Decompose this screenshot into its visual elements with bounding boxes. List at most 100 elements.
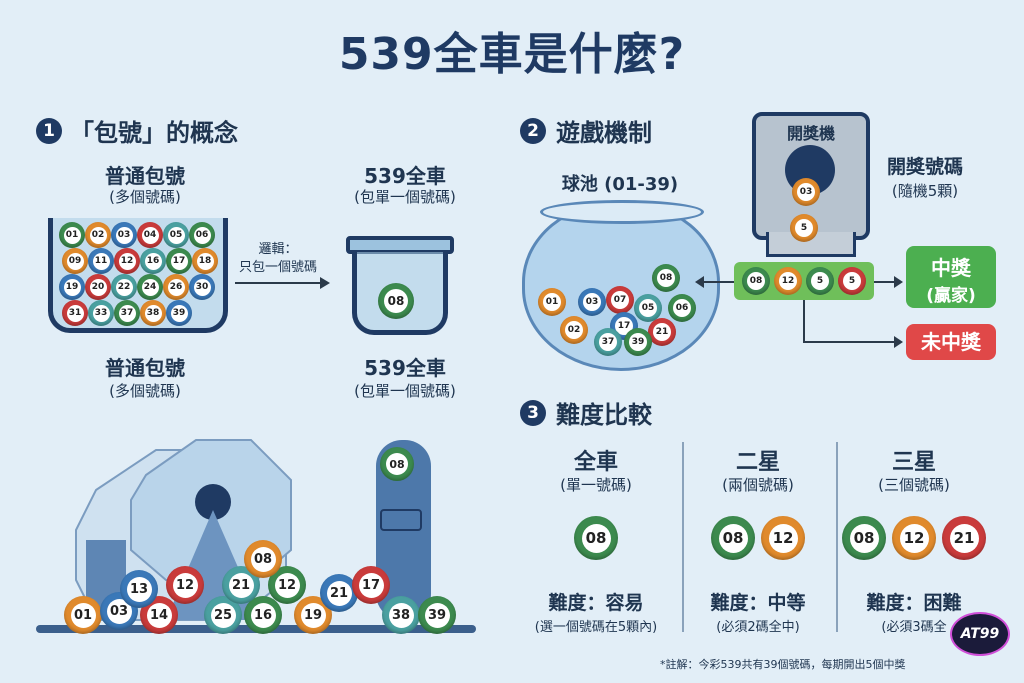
difficulty-level: 難度：中等 — [710, 592, 806, 614]
jar-ball: 09 — [62, 248, 88, 274]
jar-ball: 24 — [137, 274, 163, 300]
jar-ball: 20 — [85, 274, 111, 300]
jar-ball: 30 — [189, 274, 215, 300]
jar-ball: 01 — [59, 222, 85, 248]
logic-text: 只包一個號碼 — [238, 260, 317, 275]
draw-result-ball: 12 — [774, 267, 802, 295]
jar-ball: 06 — [189, 222, 215, 248]
section2-title: 遊戲機制 — [556, 119, 652, 147]
jar-ball: 16 — [140, 248, 166, 274]
win-sub: (贏家) — [926, 286, 976, 306]
normal-pack-label-bottom: 普通包號 — [105, 356, 185, 380]
jar-ball: 05 — [163, 222, 189, 248]
jar-ball: 26 — [163, 274, 189, 300]
difficulty-level: 難度：容易 — [548, 592, 644, 614]
machine-ball: 01 — [64, 596, 102, 634]
draw-machine-label: 開獎機 — [786, 124, 835, 143]
lose-arrow — [803, 341, 895, 343]
machine-ball: 08 — [244, 540, 282, 578]
at99-logo: AT99 — [950, 612, 1010, 656]
difficulty-note: (必須3碼全 — [881, 620, 947, 635]
difficulty-ball: 08 — [574, 516, 618, 560]
win-arrow — [874, 281, 896, 283]
machine-base — [766, 232, 856, 257]
machine-ball: 39 — [418, 596, 456, 634]
difficulty-ball: 08 — [842, 516, 886, 560]
jar-ball: 19 — [59, 274, 85, 300]
pool-ball: 05 — [634, 294, 662, 322]
difficulty-ball: 12 — [892, 516, 936, 560]
jar-ball: 37 — [114, 300, 140, 326]
normal-pack-sub: (多個號碼) — [109, 188, 181, 206]
machine-ball: 13 — [120, 570, 158, 608]
draw-numbers-label: 開獎號碼 — [886, 156, 963, 178]
pool-ball: 03 — [578, 288, 606, 316]
logic-label: 邏輯： — [258, 242, 298, 257]
bowl-rim — [540, 200, 704, 224]
difficulty-level: 難度：困難 — [866, 592, 962, 614]
jar-ball: 11 — [88, 248, 114, 274]
section3-title: 難度比較 — [556, 401, 652, 429]
full-car-sub-bottom: (包單一個號碼) — [354, 382, 456, 400]
column-divider — [836, 442, 838, 632]
jar-ball: 17 — [166, 248, 192, 274]
column-divider — [682, 442, 684, 632]
machine-ball: 17 — [352, 566, 390, 604]
win-box: 中獎 (贏家) — [906, 246, 996, 308]
full-car-sub: (包單一個號碼) — [354, 188, 456, 206]
section3-number: 3 — [520, 400, 546, 426]
difficulty-column-sub: (三個號碼) — [878, 476, 950, 494]
pool-arrow — [700, 281, 734, 283]
pool-ball: 02 — [560, 316, 588, 344]
difficulty-column-title: 全車 — [573, 450, 618, 475]
difficulty-column-sub: (兩個號碼) — [722, 476, 794, 494]
arrow-left-icon — [695, 276, 704, 288]
difficulty-ball: 21 — [942, 516, 986, 560]
full-car-label-bottom: 539全車 — [364, 356, 446, 380]
difficulty-column-title: 三星 — [891, 450, 936, 475]
win-label: 中獎 — [931, 256, 971, 280]
difficulty-note: (必須2碼全中) — [716, 620, 800, 635]
lose-box: 未中獎 — [906, 324, 996, 360]
pool-ball: 21 — [648, 318, 676, 346]
pool-ball: 08 — [652, 264, 680, 292]
lose-line — [803, 300, 805, 342]
arrow-right-icon — [894, 336, 903, 348]
full-car-label: 539全車 — [364, 164, 446, 188]
pool-ball: 01 — [538, 288, 566, 316]
jar-ball: 04 — [137, 222, 163, 248]
normal-pack-sub-bottom: (多個號碼) — [109, 382, 181, 400]
single-ball: 08 — [378, 283, 414, 319]
drawn-ball: 03 — [792, 178, 820, 206]
draw-result-ball: 08 — [742, 267, 770, 295]
difficulty-column-title: 二星 — [735, 450, 780, 475]
pool-ball: 39 — [624, 328, 652, 356]
section2-number: 2 — [520, 118, 546, 144]
jar-ball: 18 — [192, 248, 218, 274]
section1-number: 1 — [36, 118, 62, 144]
section1-title: 「包號」的概念 — [70, 119, 238, 147]
machine-ball: 21 — [320, 574, 358, 612]
difficulty-note: (選一個號碼在5顆內) — [534, 620, 658, 635]
jar-ball: 38 — [140, 300, 166, 326]
jar-ball: 33 — [88, 300, 114, 326]
jar-ball: 31 — [62, 300, 88, 326]
jar-ball: 39 — [166, 300, 192, 326]
jar-ball: 22 — [111, 274, 137, 300]
logic-arrow — [235, 282, 323, 284]
machine-ball: 12 — [166, 566, 204, 604]
tower-ball: 08 — [380, 447, 414, 481]
jar-ball: 03 — [111, 222, 137, 248]
jar-ball: 02 — [85, 222, 111, 248]
ball-pool-label: 球池 (01-39) — [561, 174, 679, 195]
difficulty-ball: 12 — [761, 516, 805, 560]
footnote: *註解：今彩539共有39個號碼，每期開出5個中獎 — [660, 658, 906, 671]
jar-ball: 12 — [114, 248, 140, 274]
difficulty-column-sub: (單一號碼) — [560, 476, 632, 494]
page-title: 539全車是什麼? — [338, 29, 686, 80]
pool-ball: 37 — [594, 328, 622, 356]
arrow-right-icon — [894, 276, 903, 288]
difficulty-ball: 08 — [711, 516, 755, 560]
pool-ball: 06 — [668, 294, 696, 322]
